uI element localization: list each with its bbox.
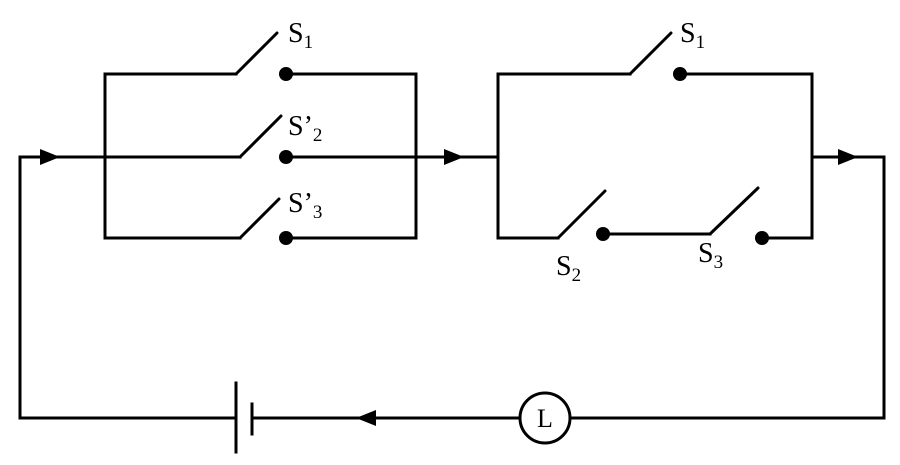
switch-s3-blade bbox=[708, 186, 760, 236]
switch-s2-prime-contact bbox=[279, 150, 293, 164]
lamp-circle bbox=[518, 391, 572, 445]
label-s3-prime-main: S bbox=[288, 188, 304, 219]
lamp-label: L bbox=[537, 404, 553, 433]
arrow-icon bbox=[838, 149, 858, 165]
switch-s3-prime-blade bbox=[238, 197, 281, 240]
switch-s1-left-blade bbox=[234, 31, 279, 76]
current-arrows bbox=[40, 149, 858, 426]
lamp-icon: L bbox=[518, 391, 572, 445]
label-s2-prime-prime: ’ bbox=[304, 111, 313, 142]
main-loop bbox=[18, 155, 886, 420]
switch-s2-prime-blade bbox=[238, 114, 283, 159]
switch-s1-right-blade bbox=[628, 31, 673, 76]
label-s2-prime: S’2 bbox=[288, 111, 322, 146]
label-s3: S3 bbox=[698, 238, 723, 273]
label-s1-left: S1 bbox=[288, 18, 313, 53]
switch-s2-blade bbox=[556, 189, 607, 240]
label-s3-main: S bbox=[698, 238, 714, 269]
label-s1-left-main: S bbox=[288, 18, 304, 49]
label-s1-right-sub: 1 bbox=[696, 32, 706, 53]
label-s2-prime-sub: 2 bbox=[313, 125, 323, 146]
arrow-icon bbox=[40, 149, 60, 165]
label-s1-left-sub: 1 bbox=[304, 32, 314, 53]
label-s3-prime-sub: 3 bbox=[313, 202, 323, 223]
label-s2-prime-main: S bbox=[288, 111, 304, 142]
label-s3-sub: 3 bbox=[714, 252, 724, 273]
arrow-icon bbox=[444, 149, 464, 165]
switch-labels: S1 S’2 S’3 S1 S2 S3 bbox=[288, 18, 723, 286]
label-s1-right-main: S bbox=[680, 18, 696, 49]
label-s3-prime-prime: ’ bbox=[304, 188, 313, 219]
label-s3-prime: S’3 bbox=[288, 188, 322, 223]
label-s2: S2 bbox=[556, 251, 581, 286]
battery-icon bbox=[234, 381, 254, 454]
right-parallel-block bbox=[496, 31, 814, 245]
label-s1-right: S1 bbox=[680, 18, 705, 53]
label-s2-sub: 2 bbox=[572, 265, 582, 286]
label-s2-main: S bbox=[556, 251, 572, 282]
arrow-icon bbox=[356, 410, 376, 426]
left-parallel-block bbox=[103, 31, 418, 245]
